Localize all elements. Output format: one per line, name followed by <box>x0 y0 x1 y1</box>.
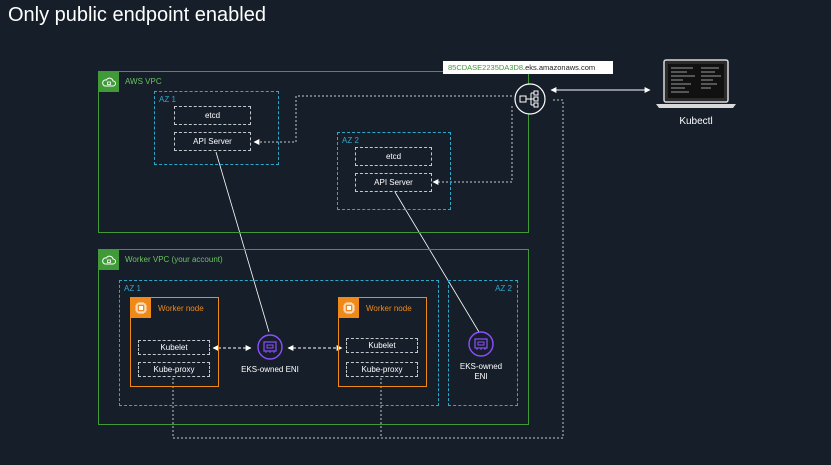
worker-node-label: Worker node <box>366 304 412 313</box>
endpoint-domain: .eks.amazonaws.com <box>523 63 596 72</box>
control-plane-az1: AZ 1 <box>154 91 279 165</box>
kube-proxy-to-nlb-line <box>172 99 564 439</box>
az-label: AZ 2 <box>342 136 359 145</box>
api-az2-to-eni-line <box>394 191 480 333</box>
az-label: AZ 1 <box>159 95 176 104</box>
kubectl-label: Kubectl <box>679 116 713 127</box>
worker-node-1: Worker node <box>130 297 219 387</box>
worker-node-2: Worker node <box>338 297 427 387</box>
load-balancer-icon <box>510 79 550 119</box>
eni-center-label: EKS-owned ENI <box>241 365 299 374</box>
worker-az2: AZ 2 <box>448 280 518 406</box>
kubelet-node2: Kubelet <box>346 338 418 353</box>
eni-icon <box>256 333 284 361</box>
az-label: AZ 1 <box>124 284 141 293</box>
api-server-az2: API Server <box>355 173 432 192</box>
nlb-to-api-az2-line <box>432 106 513 185</box>
kube-proxy-node1: Kube-proxy <box>138 362 210 377</box>
vpc-cloud-icon <box>99 72 119 92</box>
chip-icon <box>131 298 151 318</box>
worker-node-label: Worker node <box>158 304 204 313</box>
az-label: AZ 2 <box>495 284 512 293</box>
vpc-cloud-icon <box>99 250 119 270</box>
eni-right-label-line2: ENI <box>474 372 488 381</box>
aws-vpc-box: AWS VPC <box>98 71 529 233</box>
endpoint-id: 85CDASE2235DA3D8 <box>448 63 524 72</box>
etcd-az2: etcd <box>355 147 432 166</box>
kubelet-node1: Kubelet <box>138 340 210 355</box>
control-plane-az2: AZ 2 <box>337 132 451 210</box>
etcd-az1: etcd <box>174 106 251 125</box>
nlb-to-api-az1-line <box>253 95 512 145</box>
worker-az1: AZ 1 <box>119 280 439 406</box>
worker-vpc-label: Worker VPC (your account) <box>125 255 223 264</box>
kube-proxy-node2: Kube-proxy <box>346 362 418 377</box>
api-az1-to-eni-line <box>215 151 270 333</box>
aws-vpc-label: AWS VPC <box>125 77 162 86</box>
worker-vpc-box: Worker VPC (your account) <box>98 249 529 425</box>
eni-right-label-line1: EKS-owned <box>459 362 503 371</box>
chip-icon <box>339 298 359 318</box>
laptop-icon <box>655 58 737 110</box>
page-title: Only public endpoint enabled <box>8 4 266 26</box>
eni-icon <box>467 330 495 358</box>
cluster-endpoint-label: 85CDASE2235DA3D8.eks.amazonaws.com <box>443 61 613 74</box>
api-server-az1: API Server <box>174 132 251 151</box>
